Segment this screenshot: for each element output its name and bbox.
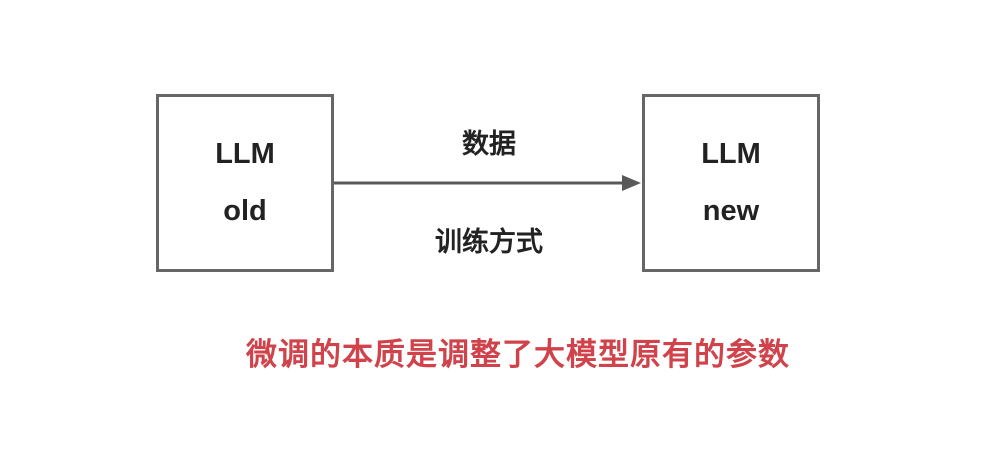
node-subtitle: new xyxy=(702,195,760,227)
node-subtitle: old xyxy=(223,195,267,227)
caption: 微调的本质是调整了大模型原有的参数 xyxy=(246,337,790,372)
node-title: LLM xyxy=(215,138,275,170)
edge-label-training: 训练方式 xyxy=(435,227,543,257)
llm-old-node: LLM old xyxy=(156,94,334,272)
llm-new-node: LLM new xyxy=(642,94,820,272)
arrow-head-icon xyxy=(622,175,641,191)
edge-label-data: 数据 xyxy=(462,129,516,159)
node-title: LLM xyxy=(701,138,761,170)
